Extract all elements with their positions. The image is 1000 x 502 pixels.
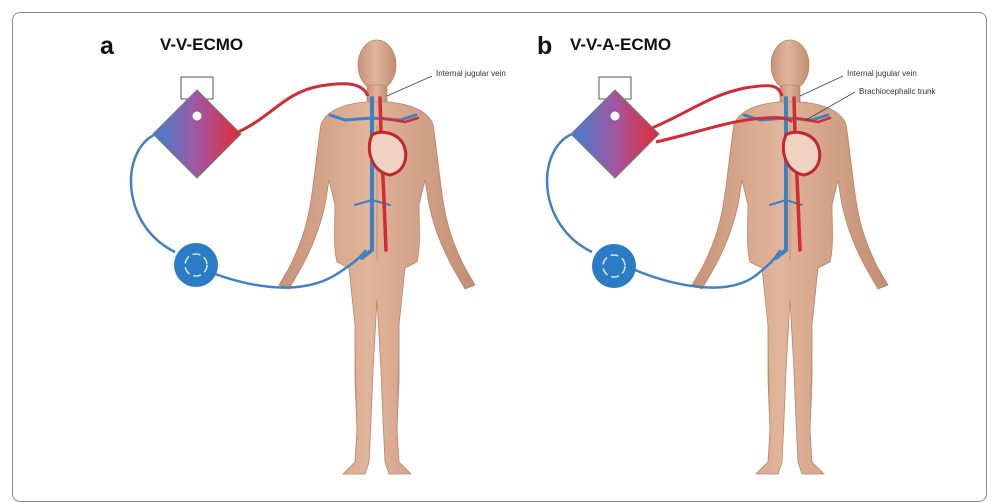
panel-b: b V-V-A-ECMO [537, 32, 936, 474]
pump-to-oxygenator-tube [131, 134, 175, 252]
oxygenator-icon [153, 77, 241, 178]
panel-b-letter: b [537, 32, 552, 60]
label-internal-jugular-vein-a: Internal jugular vein [436, 69, 506, 78]
centrifugal-pump-icon [174, 243, 218, 287]
panel-a: a V-V-ECMO [100, 32, 506, 474]
human-body-figure [692, 40, 888, 474]
leader-internal-jugular-vein-a [387, 76, 432, 96]
panel-a-title: V-V-ECMO [160, 35, 243, 54]
panel-b-title: V-V-A-ECMO [570, 35, 671, 54]
pump-to-oxygenator-tube [547, 134, 592, 252]
oxygenator-icon [571, 77, 659, 178]
leader-internal-jugular-vein-b [800, 76, 843, 96]
ecmo-diagram: a V-V-ECMO [0, 0, 1000, 489]
human-body-figure [279, 40, 475, 474]
label-brachiocephalic-trunk: Brachiocephalic trunk [859, 87, 936, 96]
centrifugal-pump-icon [592, 244, 636, 288]
panel-a-letter: a [100, 32, 115, 60]
label-internal-jugular-vein-b: Internal jugular vein [847, 69, 917, 78]
